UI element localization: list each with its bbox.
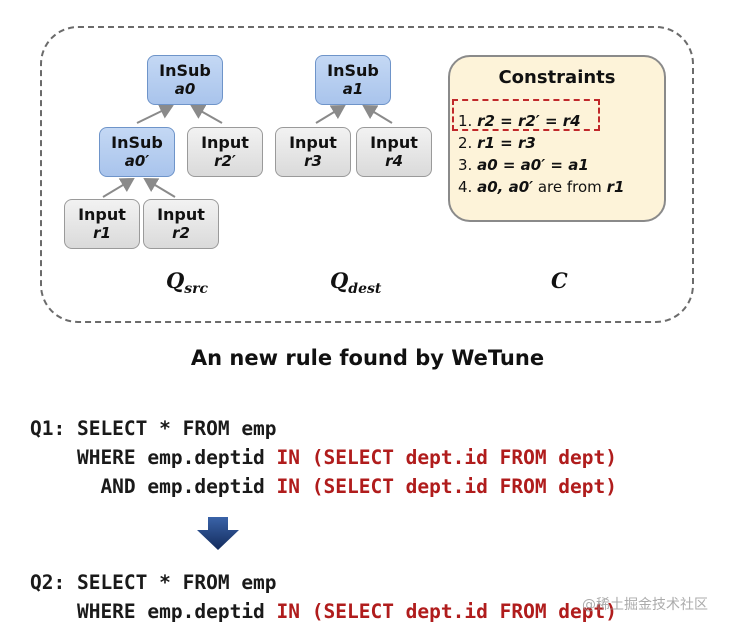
constraint-num: 1.: [458, 112, 473, 130]
node-title: Input: [157, 205, 205, 224]
constraint-item-2: 2. r1 = r3: [458, 134, 536, 152]
q1-line-3: AND emp.deptid IN (SELECT dept.id FROM d…: [30, 475, 617, 498]
constraint-expr2: r1: [606, 178, 625, 196]
constraint-item-1: 1. r2 = r2′ = r4: [458, 112, 581, 130]
constraint-num: 4.: [458, 178, 473, 196]
code-text: WHERE emp.deptid: [30, 446, 277, 469]
node-input-r3: Input r3: [275, 127, 351, 177]
edge-r3-to-a1: [315, 104, 346, 124]
diagram-frame: [40, 26, 694, 323]
constraint-expr: a0, a0′: [477, 178, 534, 196]
constraint-expr: a0 = a0′ = a1: [477, 156, 589, 174]
node-sub: a0: [174, 80, 196, 98]
caption-sub: dest: [348, 281, 382, 297]
code-subquery: IN (SELECT dept.id FROM dept): [276, 446, 618, 469]
code-subquery: IN (SELECT dept.id FROM dept): [276, 475, 618, 498]
node-title: Input: [289, 133, 337, 152]
constraint-num: 2.: [458, 134, 473, 152]
constraint-num: 3.: [458, 156, 473, 174]
constraint-expr: r1 = r3: [477, 134, 536, 152]
edge-r2-to-mid: [143, 177, 176, 198]
node-insub-a0-prime: InSub a0′: [99, 127, 175, 177]
constraints-title: Constraints: [498, 67, 616, 88]
code-text: AND emp.deptid: [30, 475, 277, 498]
caption-sub: src: [184, 281, 209, 297]
code-text: WHERE emp.deptid: [30, 600, 277, 623]
node-sub: r1: [93, 224, 111, 242]
node-input-r1: Input r1: [64, 199, 140, 249]
caption-q-dest: Qdest: [330, 268, 381, 297]
edge-r1-to-mid: [102, 177, 135, 198]
down-arrow-icon: [197, 517, 239, 550]
edge-r2p-to-top: [190, 104, 223, 124]
code-subquery: IN (SELECT dept.id FROM dept): [276, 600, 618, 623]
node-sub: a1: [342, 80, 364, 98]
constraints-panel: Constraints 1. r2 = r2′ = r4 2. r1 = r3 …: [448, 55, 666, 222]
node-sub: r2: [172, 224, 190, 242]
constraint-expr: r2 = r2′ = r4: [477, 112, 581, 130]
q2-line-1: Q2: SELECT * FROM emp: [30, 571, 277, 594]
constraint-rest: are from: [533, 178, 607, 196]
node-insub-a1: InSub a1: [315, 55, 391, 105]
node-title: InSub: [159, 61, 211, 80]
q1-line-2: WHERE emp.deptid IN (SELECT dept.id FROM…: [30, 446, 617, 469]
q2-line-2: WHERE emp.deptid IN (SELECT dept.id FROM…: [30, 600, 617, 623]
watermark: @稀土掘金技术社区: [582, 597, 708, 613]
node-input-r2: Input r2: [143, 199, 219, 249]
q1-line-1: Q1: SELECT * FROM emp: [30, 417, 277, 440]
constraint-highlight-box: [452, 99, 600, 131]
page-title: An new rule found by WeTune: [190, 346, 545, 370]
node-sub: a0′: [124, 152, 150, 170]
caption-c: C: [551, 268, 568, 293]
edge-r4-to-a1: [362, 104, 393, 124]
caption-main: Q: [330, 268, 349, 293]
node-sub: r2′: [214, 152, 236, 170]
constraint-item-3: 3. a0 = a0′ = a1: [458, 156, 589, 174]
node-insub-a0: InSub a0: [147, 55, 223, 105]
caption-q-src: Qsrc: [166, 268, 208, 297]
node-title: InSub: [327, 61, 379, 80]
node-title: Input: [201, 133, 249, 152]
node-sub: r3: [304, 152, 322, 170]
node-input-r2-prime: Input r2′: [187, 127, 263, 177]
node-sub: r4: [385, 152, 403, 170]
caption-main: Q: [166, 268, 185, 293]
node-input-r4: Input r4: [356, 127, 432, 177]
constraint-item-4: 4. a0, a0′ are from r1: [458, 178, 624, 196]
node-title: InSub: [111, 133, 163, 152]
edge-mid-to-top: [136, 104, 174, 124]
node-title: Input: [370, 133, 418, 152]
node-title: Input: [78, 205, 126, 224]
